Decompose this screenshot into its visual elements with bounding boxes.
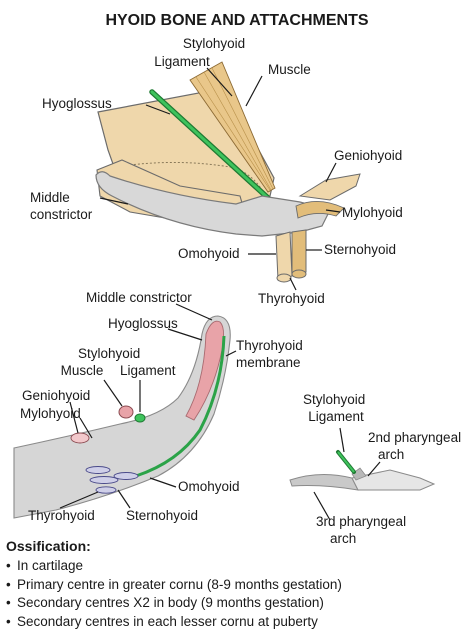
svg-text:Thyrohyoid membrane: Thyrohyoid membrane — [236, 338, 307, 370]
thyrohyoid-membrane — [135, 335, 226, 478]
ossification-heading: Ossification: — [6, 538, 91, 554]
label-mid-thyrohyoid: Thyrohyoid — [28, 508, 95, 523]
ossification-item: Primary centre in greater cornu (8-9 mon… — [6, 576, 472, 595]
label-top-middle-constrictor-2: constrictor — [30, 207, 93, 222]
label-top-hyoglossus: Hyoglossus — [42, 96, 112, 111]
svg-text:2nd pharyngeal arch: 2nd pharyngeal arch — [368, 430, 465, 462]
label-dev-2nd-arch-1: 2nd pharyngeal — [368, 430, 461, 445]
label-mid-sternohyoid: Sternohyoid — [126, 508, 198, 523]
label-dev-3rd-arch-2: arch — [330, 531, 356, 546]
hyoid-3rd-arch-part — [289, 474, 359, 491]
label-mid-muscle: Muscle — [61, 363, 104, 378]
ossification-list: In cartilage Primary centre in greater c… — [6, 557, 472, 631]
label-mid-omohyoid: Omohyoid — [178, 479, 240, 494]
middle-infrahyoid-ovals — [85, 466, 139, 494]
ossification-notes: Ossification: In cartilage Primary centr… — [6, 537, 472, 631]
svg-text:Stylohyoid Muscle: Stylohyoid Muscle — [61, 346, 144, 378]
label-mid-geniohyoid: Geniohyoid — [22, 388, 90, 403]
label-mid-middle-constrictor: Middle constrictor — [86, 290, 192, 305]
label-dev-stylohyoid: Stylohyoid — [303, 392, 365, 407]
label-mid-hyoglossus: Hyoglossus — [108, 316, 178, 331]
figure-title: HYOID BONE AND ATTACHMENTS — [105, 12, 368, 29]
development-diagram: Stylohyoid Ligament 2nd pharyngeal arch … — [289, 392, 465, 546]
label-top-ligament: Ligament — [154, 54, 210, 69]
dev-lesser-cornu — [351, 467, 367, 481]
geniohyoid-muscle — [298, 173, 361, 201]
label-mid-ligament: Ligament — [120, 363, 176, 378]
infrahyoid-muscles — [275, 229, 307, 283]
label-top-middle-constrictor-1: Middle — [30, 190, 70, 205]
label-top-omohyoid: Omohyoid — [178, 246, 240, 261]
top-hyoid-diagram: Stylohyoid Ligament Muscle Hyoglossus Ge… — [30, 36, 403, 306]
middle-geniohyoid — [70, 432, 90, 444]
label-dev-3rd-arch-1: 3rd pharyngeal — [316, 514, 406, 529]
svg-text:Stylohyoid Ligament: Stylohyoid Ligament — [303, 392, 369, 424]
label-top-thyrohyoid: Thyrohyoid — [258, 291, 325, 306]
label-top-geniohyoid: Geniohyoid — [334, 148, 402, 163]
label-dev-ligament: Ligament — [308, 409, 364, 424]
label-top-mylohyoid: Mylohyoid — [342, 205, 403, 220]
hyoid-2nd-arch-part — [351, 469, 436, 491]
svg-text:Middle constrictor: Middle constrictor — [30, 190, 93, 222]
mylohyoid-muscle — [295, 201, 345, 219]
label-top-muscle: Muscle — [268, 62, 311, 77]
label-top-stylohyoid: Stylohyoid — [183, 36, 245, 51]
middle-stylohyoid-ligament — [134, 413, 146, 423]
ossification-item: In cartilage — [6, 557, 472, 576]
top-hyoid-bone — [95, 171, 331, 237]
stylohyoid-fibers — [195, 67, 274, 191]
svg-text:Stylohyoid: Stylohyoid — [183, 36, 245, 51]
ossification-item: Secondary centres X2 in body (9 months g… — [6, 594, 472, 613]
middle-sagittal-diagram: Middle constrictor Hyoglossus Stylohyoid… — [13, 290, 307, 523]
label-dev-2nd-arch-2: arch — [378, 447, 404, 462]
middle-hyoid-section — [13, 315, 231, 519]
label-mid-stylohyoid: Stylohyoid — [78, 346, 140, 361]
ossification-item: Secondary centres in each lesser cornu a… — [6, 613, 472, 632]
middle-stylohyoid-muscle — [118, 405, 134, 419]
svg-text:Ligament: Ligament — [154, 54, 210, 69]
label-mid-mylohyoid: Mylohyoid — [20, 406, 81, 421]
label-top-sternohyoid: Sternohyoid — [324, 242, 396, 257]
label-mid-thyrohyoid-membrane-2: membrane — [236, 355, 301, 370]
svg-text:3rd pharyngeal arch: 3rd pharyngeal arch — [316, 514, 410, 546]
constrictor-band — [185, 320, 225, 421]
label-mid-thyrohyoid-membrane-1: Thyrohyoid — [236, 338, 303, 353]
